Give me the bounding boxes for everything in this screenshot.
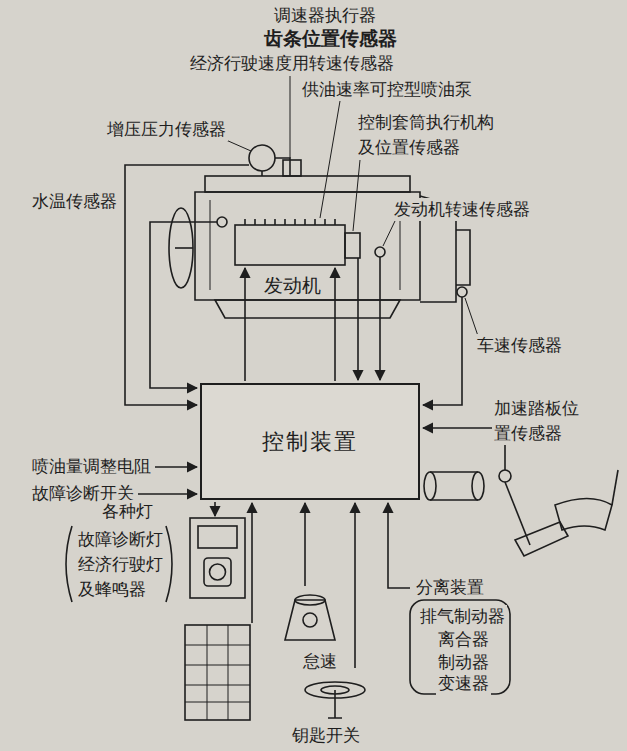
actuator-label: 控制套筒执行机构 及位置传感器 xyxy=(356,110,506,159)
signal-wire xyxy=(125,165,249,405)
engine-block xyxy=(195,192,420,300)
buzzer xyxy=(204,558,231,586)
sleeve-actuator xyxy=(345,233,360,258)
input-label: 喷油量调整电阻 xyxy=(30,455,153,478)
sensor-label: 经济行驶速度用转速传感器 xyxy=(188,52,396,75)
buzzer-cone xyxy=(210,564,226,580)
signal-wire xyxy=(150,222,217,388)
idle-knob xyxy=(285,600,335,640)
gearbox-stub xyxy=(456,230,470,285)
item-label: 排气制动器 xyxy=(418,605,507,628)
injection-pump xyxy=(235,225,345,265)
signal-wire xyxy=(423,297,462,405)
leg xyxy=(612,470,618,505)
water-temp-sensor xyxy=(217,217,227,227)
box-text: 控制装置 xyxy=(262,427,359,457)
bracket xyxy=(166,526,172,602)
leader-line xyxy=(226,140,251,151)
signal-wire xyxy=(354,503,356,668)
sensor-label: 水温传感器 xyxy=(30,190,119,213)
control-unit-box: 控制装置 xyxy=(200,383,420,500)
turbocharger xyxy=(249,145,275,171)
sensor-label: 发动机转速传感器 xyxy=(392,198,532,221)
signal-wire xyxy=(138,493,197,495)
item-label: 离合器 xyxy=(436,628,491,651)
pump-outlets xyxy=(245,219,335,225)
engine-speed-sensor xyxy=(375,247,385,257)
signal-wire xyxy=(379,257,381,380)
sensor-label: 增压压力传感器 xyxy=(105,118,228,141)
cable-cylinder-end xyxy=(472,472,484,500)
cable-cylinder xyxy=(430,472,478,500)
cooling-fan xyxy=(169,208,193,288)
engine-label: 发动机 xyxy=(262,273,323,299)
control-label: 怠速 xyxy=(301,650,339,673)
lamp-label: 及蜂鸣器 xyxy=(76,578,148,601)
signal-wire xyxy=(155,466,197,468)
lamp-window xyxy=(198,526,237,548)
leader-line xyxy=(353,160,360,231)
item-label: 制动器 xyxy=(436,651,491,674)
leader-line xyxy=(290,76,291,158)
signal-wire xyxy=(388,503,410,588)
bracket-box xyxy=(410,600,510,694)
control-label: 钥匙开关 xyxy=(290,724,362,747)
switch-grid xyxy=(185,625,250,720)
cable-cylinder-end xyxy=(424,472,436,500)
idle-knob-top xyxy=(295,595,325,605)
leader-line xyxy=(320,101,340,218)
foot xyxy=(555,499,612,531)
leader-line xyxy=(465,298,478,336)
pedal-sensor xyxy=(499,470,511,482)
lamp-label: 经济行驶灯 xyxy=(76,553,165,576)
oil-pan xyxy=(215,300,400,318)
lamp-label: 故障诊断灯 xyxy=(76,528,165,551)
signal-wire xyxy=(357,258,359,380)
group-label: 各种灯 xyxy=(100,500,155,523)
item-label: 变速器 xyxy=(436,672,491,695)
switch-panel xyxy=(185,625,250,720)
accelerator-pedal xyxy=(515,522,568,556)
bracket xyxy=(66,526,72,602)
sensor-label: 车速传感器 xyxy=(475,334,564,357)
key-stem xyxy=(328,690,342,718)
signal-wire xyxy=(251,503,253,623)
lamp-panel xyxy=(190,518,245,598)
sensor-label: 加速踏板位置传感器 xyxy=(492,396,584,445)
signal-wire xyxy=(214,502,216,516)
leader-line xyxy=(383,221,395,246)
cylinder-head xyxy=(205,176,410,192)
idle-knob-dial xyxy=(303,613,317,627)
pump-label: 供油速率可控型喷油泵 xyxy=(300,78,474,101)
signal-wire xyxy=(334,268,336,381)
governor-actuator xyxy=(283,160,301,176)
group-label: 分离装置 xyxy=(414,576,486,599)
signal-wire xyxy=(244,268,246,381)
sensor-label: 齿条位置传感器 xyxy=(262,26,399,52)
fan-hub xyxy=(175,247,193,249)
actuator-label: 调速器执行器 xyxy=(272,4,378,27)
vehicle-speed-sensor xyxy=(457,287,467,297)
signal-wire xyxy=(304,503,306,586)
